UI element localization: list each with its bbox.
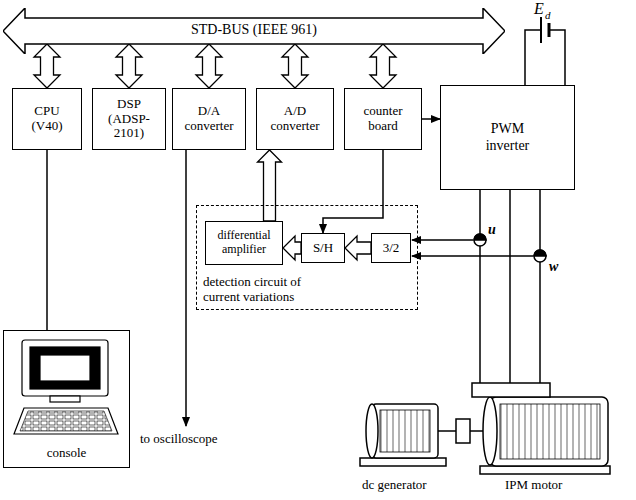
motor-wires	[480, 190, 540, 385]
console-frame: console	[3, 330, 130, 468]
computer-icon	[14, 340, 118, 434]
transform-box: 3/2	[371, 233, 411, 263]
phase-label: u	[488, 222, 496, 237]
coupling	[456, 419, 470, 443]
cpu-box: CPU (V40)	[12, 88, 82, 150]
node-text: detection circuit of current variations	[203, 275, 323, 305]
connector	[282, 44, 308, 88]
phase-label: w	[549, 259, 558, 274]
amplifier-box: differential amplifier	[205, 221, 283, 265]
connector	[46, 150, 48, 330]
source-symbol: E	[534, 0, 544, 18]
connector	[323, 150, 383, 233]
oscilloscope-lead	[185, 150, 187, 426]
connector	[370, 44, 396, 88]
node-text: STD-BUS (IEEE 961)	[191, 22, 317, 38]
connector	[258, 150, 282, 221]
ipm-motor	[470, 383, 610, 474]
node-text: D/A converter	[176, 104, 242, 134]
sample-hold-box: S/H	[301, 233, 345, 263]
connector	[422, 118, 440, 120]
source-subscript: d	[545, 9, 551, 21]
connector	[196, 44, 222, 88]
detection-group: detection circuit of current variations d…	[196, 205, 418, 310]
connector	[34, 44, 60, 88]
node-text: 3/2	[383, 241, 400, 256]
node-text: A/D converter	[262, 104, 328, 134]
node-text: S/H	[313, 241, 333, 256]
dc-source	[525, 17, 565, 85]
node-text: console	[4, 446, 129, 461]
converter-box: D/A converter	[172, 88, 246, 150]
converter-box: A/D converter	[256, 88, 334, 150]
node-text: CPU (V40)	[26, 104, 68, 134]
current-sensor	[412, 234, 546, 262]
machine-label: IPM motor	[505, 478, 562, 492]
node-text: PWM inverter	[477, 121, 539, 153]
counter-box: counter board	[344, 88, 422, 150]
machine-label: dc generator	[362, 478, 427, 492]
node-text: differential amplifier	[209, 229, 279, 257]
connector	[283, 236, 301, 260]
connector	[116, 44, 142, 88]
system-bus: STD-BUS (IEEE 961)	[3, 8, 505, 54]
inverter-box: PWM inverter	[440, 85, 575, 190]
dc-generator	[360, 404, 456, 466]
connector	[345, 236, 371, 260]
dsp-box: DSP (ADSP-2101)	[92, 88, 166, 150]
output-label: to oscilloscope	[140, 432, 218, 446]
node-text: counter board	[350, 104, 416, 134]
node-text: DSP (ADSP-2101)	[96, 97, 162, 142]
